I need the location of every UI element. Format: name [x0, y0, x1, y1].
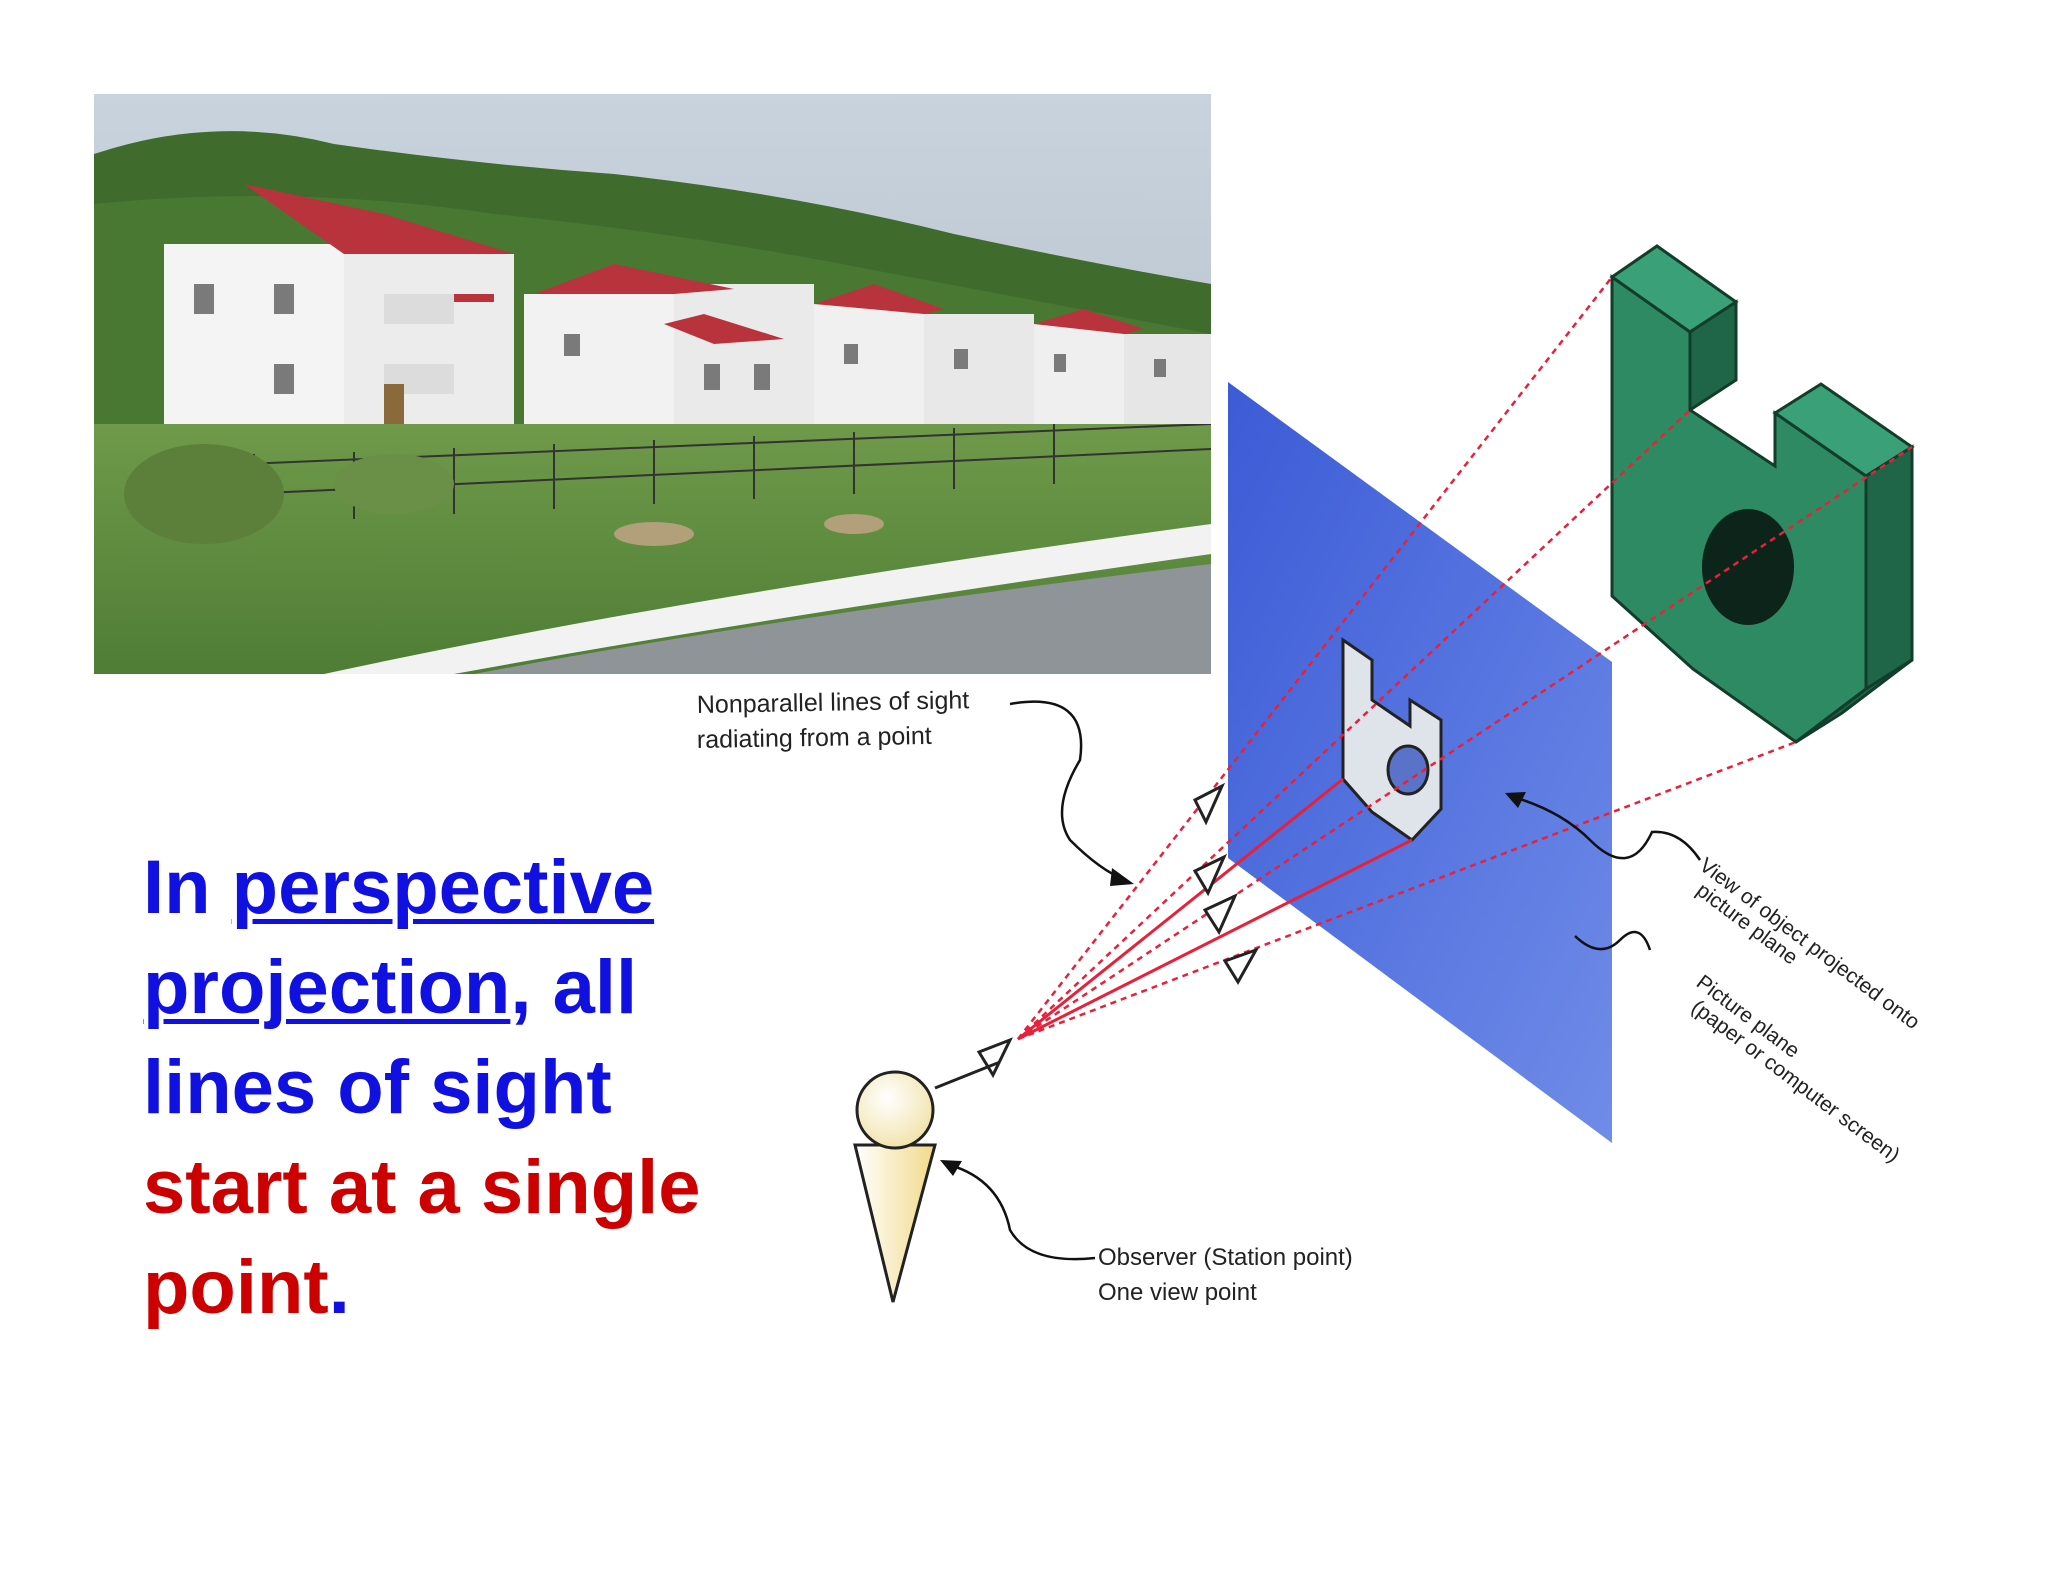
sight-arrowheads	[976, 782, 1260, 1079]
caption-part2: , all lines of sight	[143, 945, 638, 1130]
label-nonparallel-line1: Nonparallel lines of sight	[697, 686, 970, 719]
house-4	[1034, 309, 1211, 424]
label-picture-plane-line2: (paper or computer screen)	[1687, 996, 1904, 1168]
leader-lines	[949, 700, 1702, 1261]
perspective-projection-link[interactable]: perspective projection	[143, 845, 655, 1030]
label-observer-line1: Observer (Station point)	[1098, 1244, 1353, 1271]
caption-period: .	[328, 1245, 350, 1330]
leader-arrowheads	[940, 792, 1526, 1176]
house-2	[524, 264, 814, 424]
object-notch	[1688, 299, 1738, 413]
road	[474, 564, 1211, 674]
caption-part1: In	[143, 845, 232, 930]
object-hole	[1702, 509, 1794, 625]
caption: In perspective projection, all lines of …	[143, 838, 763, 1338]
sight-lines	[1017, 276, 1913, 1041]
object-side	[1864, 444, 1914, 692]
object-face	[1610, 274, 1868, 744]
projected-view	[1341, 637, 1443, 842]
label-nonparallel-line2: radiating from a point	[697, 722, 932, 754]
caption-part3: start at a single point	[143, 1145, 701, 1330]
house-3	[814, 284, 1034, 424]
observer-icon	[853, 1060, 1001, 1303]
houses-photo	[94, 94, 1211, 674]
curb	[324, 524, 1211, 674]
label-observer-line2: One view point	[1098, 1279, 1257, 1306]
green-object	[1609, 244, 1915, 744]
house-1	[164, 184, 514, 424]
